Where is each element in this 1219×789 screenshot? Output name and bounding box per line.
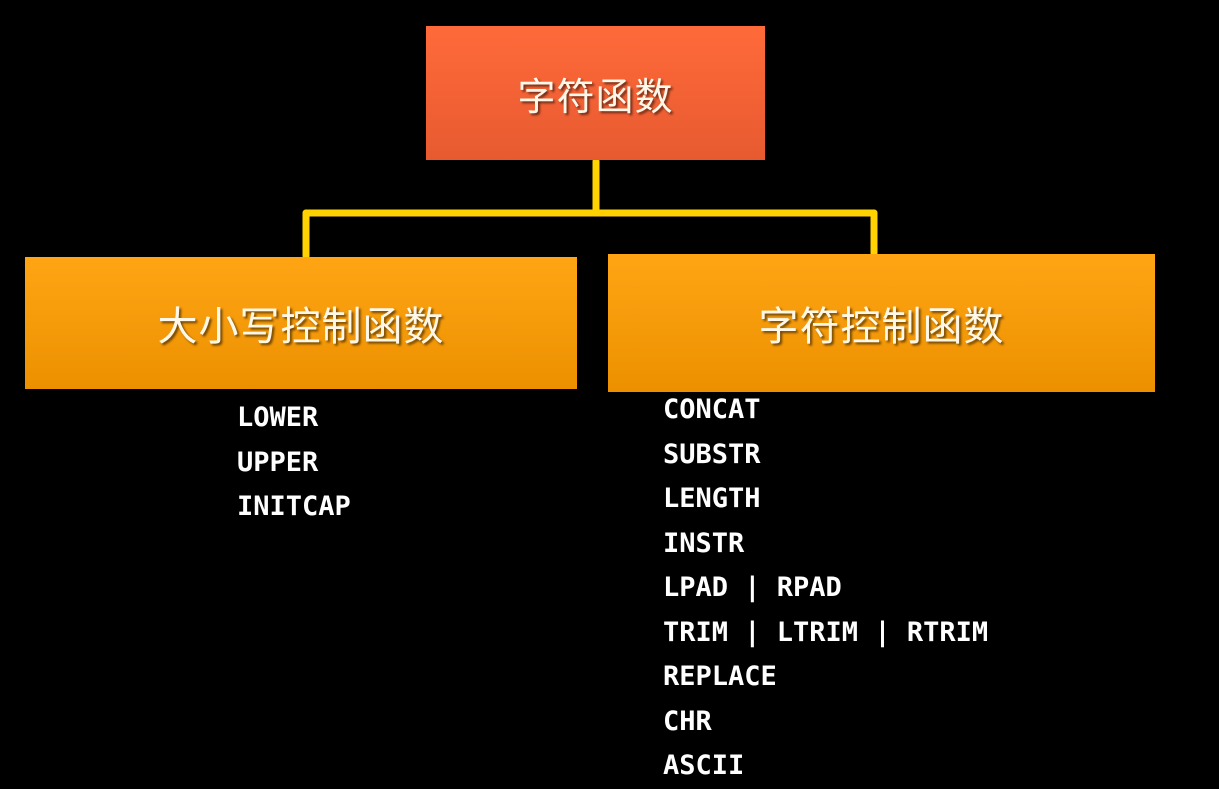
root-node-character-functions: 字符函数 <box>426 26 765 160</box>
function-name: LOWER <box>237 402 319 433</box>
function-name: REPLACE <box>663 661 777 692</box>
branch-node-character-control-functions: 字符控制函数 <box>608 254 1155 392</box>
function-name: CHR <box>663 705 712 737</box>
function-name: TRIM | LTRIM | RTRIM <box>663 616 989 648</box>
root-node-label: 字符函数 <box>517 74 674 119</box>
function-name: INITCAP <box>237 491 351 522</box>
character-control-function-list: CONCAT SUBSTR LENGTH INSTR LPAD | RPAD T… <box>663 388 988 789</box>
case-control-function-list: LOWER UPPER INITCAP <box>237 396 351 530</box>
function-name: SUBSTR <box>663 438 761 470</box>
function-name: LENGTH <box>663 483 761 514</box>
branch-node-case-control-functions: 大小写控制函数 <box>25 257 577 389</box>
function-name: UPPER <box>237 446 319 478</box>
function-name: ASCII <box>663 750 745 781</box>
function-name: LPAD | RPAD <box>663 572 842 603</box>
branch-node-label: 大小写控制函数 <box>157 304 445 350</box>
function-name: INSTR <box>663 527 745 559</box>
function-name: CONCAT <box>663 394 761 425</box>
branch-node-label: 字符控制函数 <box>758 304 1005 350</box>
